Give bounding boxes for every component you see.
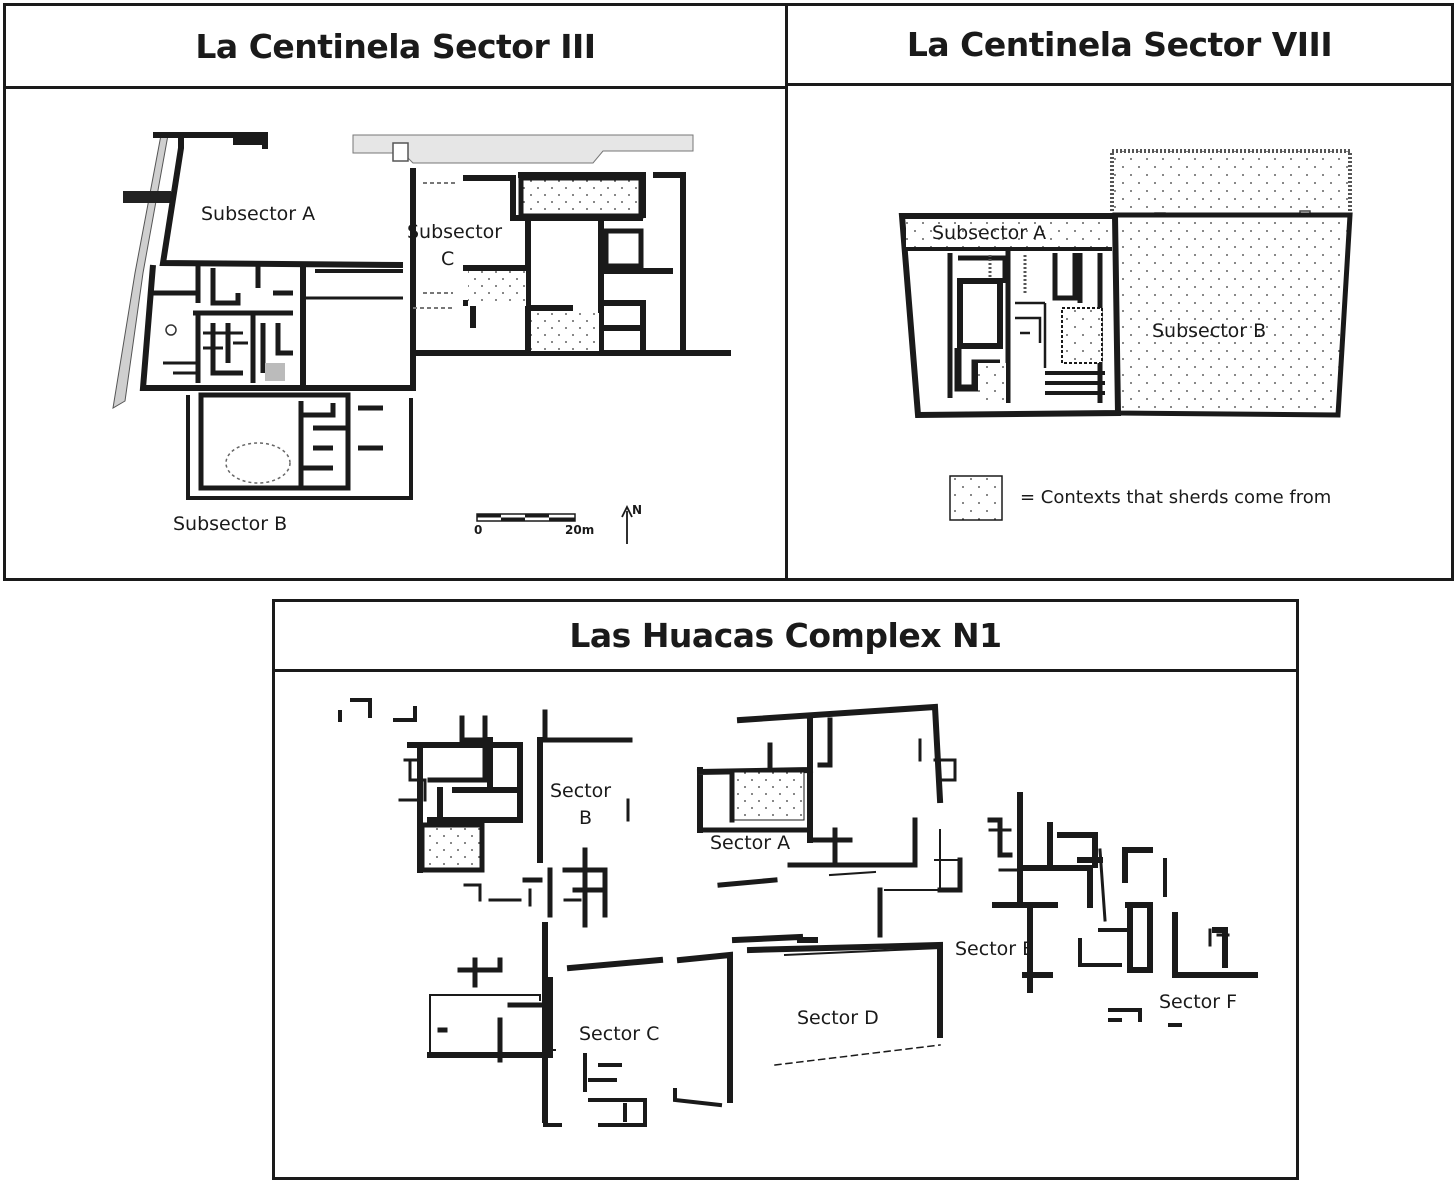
north-arrow-icon: N: [621, 503, 642, 544]
sector-viii-title: La Centinela Sector VIII: [906, 25, 1333, 64]
scale-bar: 0 20m: [474, 513, 594, 537]
sector-iii-plan: Subsector A Subsector C Subsector B 0 20…: [112, 132, 731, 544]
sector-d-dashed: [774, 1044, 941, 1066]
sector-e-walls: [992, 792, 1103, 993]
stipple-room-b: [419, 822, 485, 873]
subsector-b-inner-wall: [198, 392, 351, 491]
huacas-plan: Sector B Sector A Sector E Sector F Sect…: [338, 698, 1258, 1127]
inner-walls: [153, 265, 293, 383]
legend-text: = Contexts that sherds come from: [1020, 487, 1331, 508]
outer-perimeter-wall: [112, 134, 169, 409]
label-subsector-b: Subsector B: [173, 513, 287, 535]
legend: = Contexts that sherds come from: [949, 475, 1331, 521]
steps: [1045, 371, 1105, 395]
upper-stipple-block: [1110, 149, 1352, 217]
subsector-b-wall: [186, 395, 413, 500]
stipple-room-c3: [468, 271, 526, 306]
label-sector-b-2: B: [579, 807, 592, 829]
huacas-title: Las Huacas Complex N1: [569, 616, 1002, 655]
stipple-room-c1: [518, 175, 644, 219]
top-gray-wall: [352, 134, 694, 164]
label-subsector-c-1: Subsector: [407, 221, 502, 243]
sector-b-walls: [407, 737, 543, 873]
sector-a-lower: [717, 802, 918, 888]
fine-walls: [1015, 301, 1047, 368]
label-sector-c: Sector C: [579, 1023, 659, 1045]
label-subsector-a-viii: Subsector A: [932, 222, 1046, 244]
gray-patch: [265, 363, 285, 381]
legend-swatch: [949, 475, 1003, 521]
north-label: N: [632, 503, 642, 517]
subsector-b-area: [1112, 212, 1353, 418]
small-room-c: [603, 228, 644, 269]
inner-fine-walls: [163, 331, 248, 375]
sector-f-walls: [1122, 847, 1258, 978]
panel-centinela-sector-iii: La Centinela Sector III: [3, 3, 788, 581]
label-sector-d: Sector D: [797, 1007, 879, 1029]
oval-feature: [225, 442, 291, 484]
dashed-wall-c: [413, 182, 458, 309]
panel-centinela-sector-viii: La Centinela Sector VIII Subsector A: [785, 3, 1454, 581]
well-feature: [165, 324, 177, 336]
subsector-a-band: [906, 219, 1112, 247]
label-subsector-b-viii: Subsector B: [1152, 320, 1266, 342]
stipple-lower-west: [978, 363, 1006, 403]
subsector-a-top-wall: [153, 132, 268, 149]
inner-room-2: [1061, 307, 1103, 364]
sector-viii-plan: Subsector A Subsector B = Contexts that …: [898, 149, 1353, 521]
panel-las-huacas: Las Huacas Complex N1: [272, 599, 1299, 1180]
sector-d-walls: [731, 933, 943, 1038]
gate-wall: [123, 191, 171, 203]
label-sector-f: Sector F: [1159, 991, 1237, 1013]
sector-a-outer: [696, 703, 944, 843]
sector-iii-title: La Centinela Sector III: [195, 26, 596, 66]
inner-room-1: [957, 278, 1003, 349]
panel-title-huacas: Las Huacas Complex N1: [275, 602, 1296, 672]
stipple-room-a: [731, 771, 805, 821]
stipple-room-c2: [531, 313, 599, 351]
panel-title-sector-iii: La Centinela Sector III: [6, 6, 785, 89]
subsector-a-wall: [159, 135, 404, 268]
label-sector-a: Sector A: [710, 832, 790, 854]
wall-block: [233, 135, 263, 145]
panel-title-sector-viii: La Centinela Sector VIII: [788, 6, 1451, 86]
label-sector-b-1: Sector: [550, 780, 611, 802]
subsector-b-rooms: [298, 401, 383, 488]
scale-end: 20m: [565, 523, 594, 537]
interior-walls: [947, 251, 1103, 403]
sector-c-walls: [427, 922, 733, 1123]
top-gray-strip: [392, 142, 409, 162]
central-court-wall: [300, 168, 416, 391]
scale-start: 0: [474, 523, 482, 537]
label-subsector-c-2: C: [441, 248, 454, 270]
label-subsector-a: Subsector A: [201, 203, 315, 225]
label-sector-e: Sector E: [955, 938, 1034, 960]
